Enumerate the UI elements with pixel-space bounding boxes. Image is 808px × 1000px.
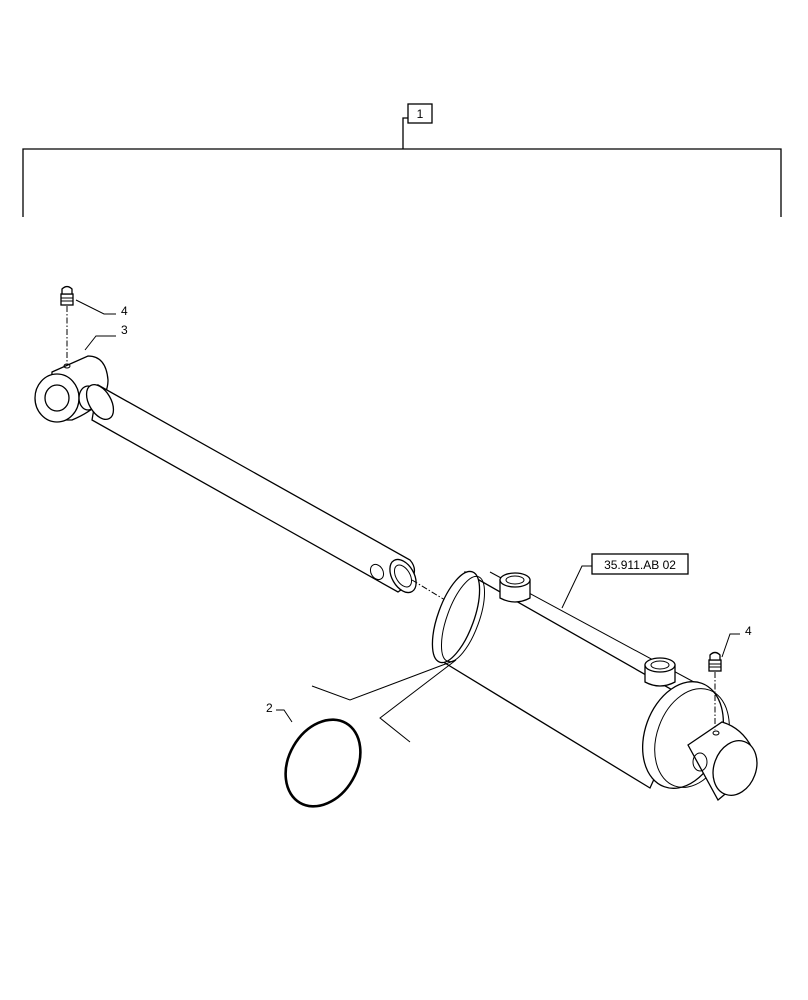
- cylinder-barrel: [431, 570, 758, 802]
- callout-2: 2: [266, 701, 273, 715]
- callout-4-left: 4: [121, 304, 128, 318]
- o-ring: 2: [266, 701, 362, 808]
- grease-fitting-left: 4: [60, 285, 128, 366]
- seal-leader: [311, 659, 457, 743]
- callout-1: 1: [417, 107, 424, 121]
- assembly-bracket: 1: [22, 103, 782, 217]
- rod-eye: 3: [34, 323, 128, 423]
- piston-rod: [85, 383, 417, 594]
- callout-4-right: 4: [745, 624, 752, 638]
- reference-callout: 35.911.AB 02: [604, 558, 676, 572]
- grease-fitting-right: 4: [708, 624, 752, 730]
- callout-3: 3: [121, 323, 128, 337]
- reference-label: 35.911.AB 02: [561, 553, 689, 609]
